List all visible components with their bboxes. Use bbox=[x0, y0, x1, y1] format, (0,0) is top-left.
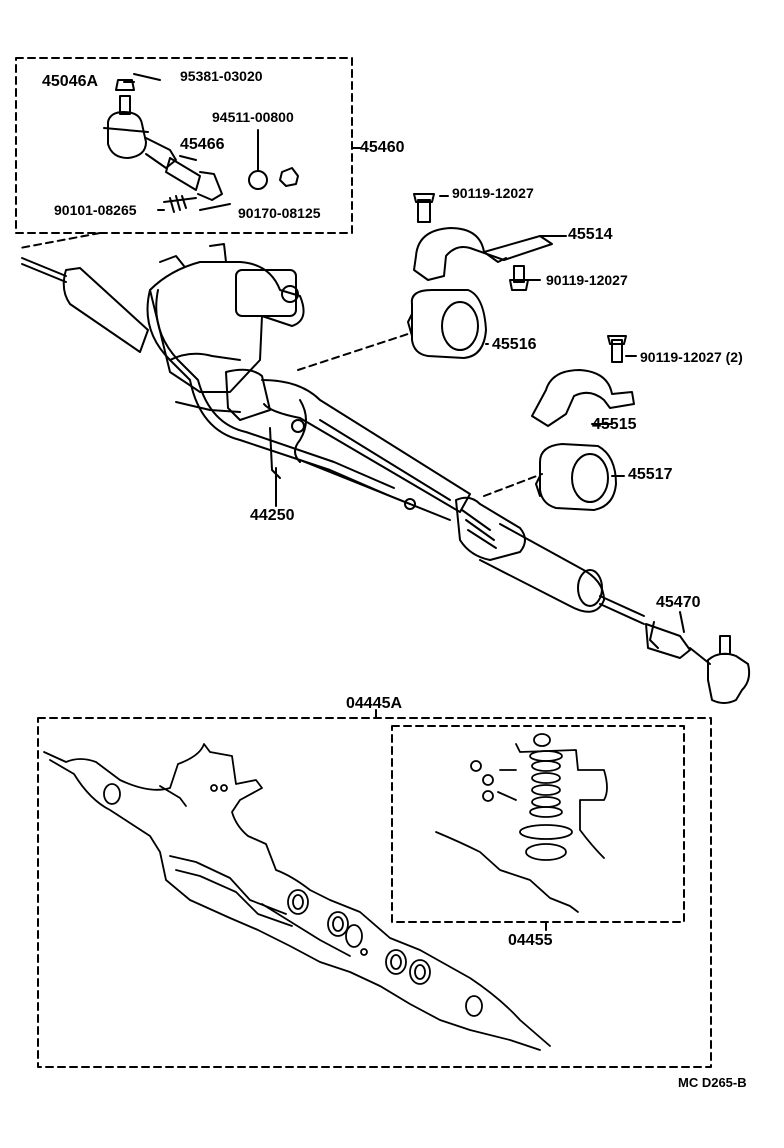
label-nut-left: 90170-08125 bbox=[238, 205, 321, 221]
label-bracket-upper: 45514 bbox=[568, 226, 613, 243]
label-bolt-a: 90119-12027 bbox=[452, 185, 534, 201]
label-bolt-left: 90101-08265 bbox=[54, 202, 137, 218]
label-bushing-upper: 45516 bbox=[492, 336, 537, 353]
gasket-kit-box bbox=[37, 717, 712, 1068]
washer-icon bbox=[248, 170, 268, 190]
tie-rod-end-left bbox=[103, 73, 177, 169]
label-cotter-pin: 95381-03020 bbox=[180, 68, 263, 84]
label-bushing-lower: 45517 bbox=[628, 466, 673, 483]
label-tie-rod-end-nut: 45046A bbox=[42, 73, 99, 90]
diagram-code: MC D265-B bbox=[678, 1075, 747, 1090]
label-tie-rod-end-right: 45470 bbox=[656, 594, 701, 611]
label-washer-nut: 94511-00800 bbox=[212, 109, 294, 125]
rack-housing-outline bbox=[43, 743, 551, 1051]
seal-kit-box bbox=[391, 725, 685, 923]
label-tie-rod-assy: 45460 bbox=[360, 139, 405, 156]
label-bolt-c: 90119-12027 (2) bbox=[640, 349, 743, 365]
seal-kit-parts bbox=[435, 733, 608, 913]
tie-rod-end-right bbox=[645, 621, 751, 704]
label-bolt-b: 90119-12027 bbox=[546, 272, 628, 288]
label-gear-assy: 44250 bbox=[250, 507, 295, 524]
tie-rod-assembly-box bbox=[15, 57, 353, 234]
label-rack-end: 45466 bbox=[180, 136, 225, 153]
nut-icon bbox=[279, 167, 299, 187]
label-gasket-kit: 04445A bbox=[346, 695, 403, 712]
label-bracket-lower: 45515 bbox=[592, 416, 637, 433]
rack-housing bbox=[21, 243, 645, 625]
label-seal-kit: 04455 bbox=[508, 932, 553, 949]
bushing-upper bbox=[407, 289, 487, 359]
rack-end-left bbox=[163, 157, 223, 213]
bracket-lower bbox=[531, 335, 635, 427]
bracket-upper bbox=[413, 193, 553, 291]
bushing-lower bbox=[535, 443, 617, 511]
